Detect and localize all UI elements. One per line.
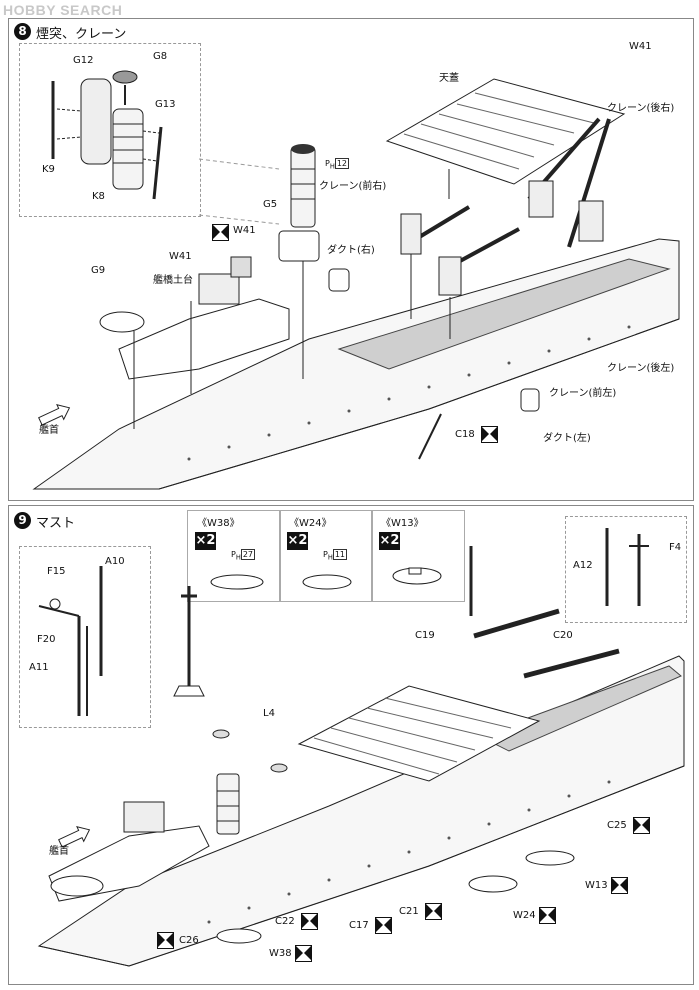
both-sides-icon xyxy=(633,817,650,834)
label-w41-a: W41 xyxy=(233,225,256,236)
boat-box-w38 xyxy=(187,510,281,602)
boat-w24-name: 《W24》 xyxy=(289,518,332,529)
label-c26: C26 xyxy=(179,935,199,946)
label-f15: F15 xyxy=(47,566,66,577)
both-sides-icon xyxy=(425,903,442,920)
label-crane-rear-left: クレーン(後左) xyxy=(607,363,675,374)
boat-w24-ph-number: 11 xyxy=(332,549,348,560)
label-duct-right: ダクト(右) xyxy=(327,245,375,256)
funnel-inset-box xyxy=(19,43,201,217)
boat-w13-name: 《W13》 xyxy=(381,518,424,529)
label-w41-b: W41 xyxy=(169,251,192,262)
label-g13: G13 xyxy=(155,99,176,110)
both-sides-icon xyxy=(301,913,318,930)
label-a10: A10 xyxy=(105,556,125,567)
label-a11: A11 xyxy=(29,662,49,673)
label-g12: G12 xyxy=(73,55,94,66)
label-c19: C19 xyxy=(415,630,435,641)
step-8-illustration xyxy=(32,70,680,490)
boat-w38-count: ×2 xyxy=(195,532,216,550)
boat-w13-count: ×2 xyxy=(379,532,400,550)
both-sides-icon xyxy=(295,945,312,962)
ph-12-p: P xyxy=(325,159,330,168)
rear-mast-inset-box xyxy=(565,516,687,623)
boat-box-w13 xyxy=(371,510,465,602)
both-sides-icon xyxy=(212,224,229,241)
label-g5: G5 xyxy=(263,199,278,210)
both-sides-icon xyxy=(157,932,174,949)
watermark-hobby-search: HOBBY SEARCH xyxy=(3,2,123,18)
ph-12-number: 12 xyxy=(334,158,350,169)
label-c20: C20 xyxy=(553,630,573,641)
label-k9: K9 xyxy=(42,164,55,175)
label-c22: C22 xyxy=(275,916,295,927)
main-mast-inset-box xyxy=(19,546,151,728)
label-crane-front-right: クレーン(前右) xyxy=(319,181,387,192)
label-bow: 艦首 xyxy=(39,425,59,436)
boat-w38-name: 《W38》 xyxy=(197,518,240,529)
boat-w38-ph-number: 27 xyxy=(240,549,256,560)
label-w41-c: W41 xyxy=(629,41,652,52)
boat-w24-count: ×2 xyxy=(287,532,308,550)
label-a12: A12 xyxy=(573,560,593,571)
label-w24: W24 xyxy=(513,910,536,921)
boat-box-w24 xyxy=(279,510,373,602)
label-c21: C21 xyxy=(399,906,419,917)
both-sides-icon xyxy=(611,877,628,894)
label-duct-left: ダクト(左) xyxy=(543,433,591,444)
ph-12-h: H xyxy=(329,162,335,171)
label-crane-front-left: クレーン(前左) xyxy=(549,388,617,399)
both-sides-icon xyxy=(539,907,556,924)
step-9-illustration xyxy=(37,528,685,967)
label-c25: C25 xyxy=(607,820,627,831)
label-w13: W13 xyxy=(585,880,608,891)
label-g8: G8 xyxy=(153,51,168,62)
label-tengai: 天蓋 xyxy=(439,73,459,84)
label-g9: G9 xyxy=(91,265,106,276)
label-k8: K8 xyxy=(92,191,105,202)
step-9-number: 9 xyxy=(14,512,31,529)
both-sides-icon xyxy=(481,426,498,443)
label-bow: 艦首 xyxy=(49,846,69,857)
label-f20: F20 xyxy=(37,634,56,645)
label-f4: F4 xyxy=(669,542,682,553)
label-bridge-base: 艦橋土台 xyxy=(153,275,193,286)
label-crane-rear-right: クレーン(後右) xyxy=(607,103,675,114)
label-c17: C17 xyxy=(349,920,369,931)
label-c18: C18 xyxy=(455,429,475,440)
step-9-title: マスト xyxy=(36,516,76,531)
label-w38: W38 xyxy=(269,948,292,959)
step-8-panel: 8 煙突、クレーン xyxy=(8,18,694,501)
step-8-title: 煙突、クレーン xyxy=(36,27,127,42)
label-l4: L4 xyxy=(263,708,275,719)
both-sides-icon xyxy=(375,917,392,934)
step-8-number: 8 xyxy=(14,23,31,40)
